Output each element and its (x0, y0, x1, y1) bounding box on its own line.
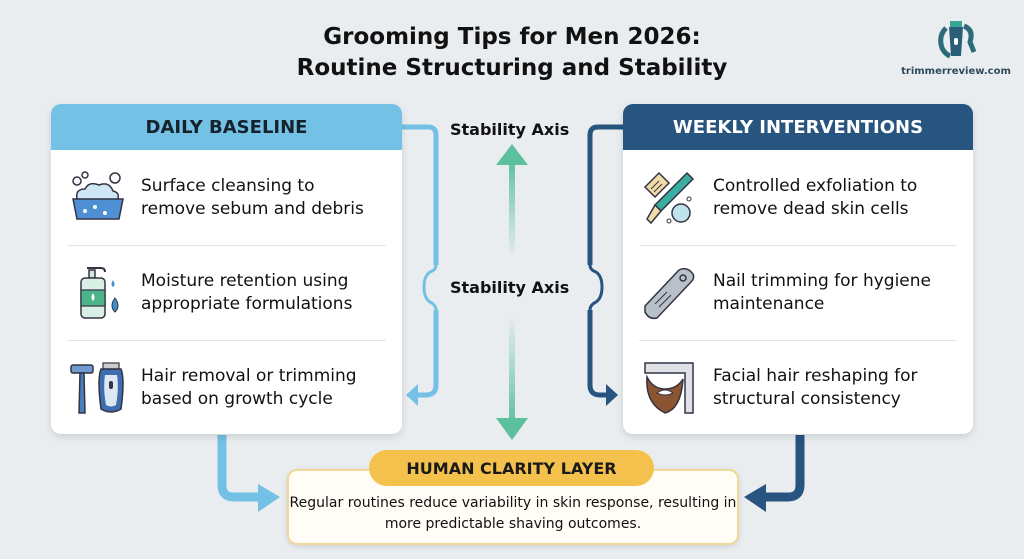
exfoliation-brush-icon (643, 171, 695, 224)
daily-baseline-header: DAILY BASELINE (51, 104, 402, 150)
daily-item: Hair removal or trimming based on growth… (51, 340, 402, 434)
nail-clipper-icon (644, 267, 695, 319)
human-clarity-text: Regular routines reduce variability in s… (289, 495, 737, 532)
trimmer-r-logo-icon (938, 21, 977, 59)
page-title: Grooming Tips for Men 2026: Routine Stru… (0, 22, 1024, 84)
weekly-item-text: Nail trimming for hygiene maintenance (713, 270, 931, 314)
logo-text: trimmerreview.com (901, 66, 1011, 77)
stability-axis-top-label: Stability Axis (450, 120, 570, 139)
stability-axis-middle-label: Stability Axis (450, 278, 570, 297)
weekly-interventions-card: WEEKLY INTERVENTIONS Controlled exfoliat… (623, 104, 973, 434)
daily-item-text: Surface cleansing to remove sebum and de… (141, 175, 364, 219)
weekly-item: Nail trimming for hygiene maintenance (623, 245, 973, 340)
razor-trimmer-icon (70, 361, 124, 414)
human-clarity-badge: HUMAN CLARITY LAYER (369, 450, 654, 486)
weekly-item-text: Controlled exfoliation to remove dead sk… (713, 175, 918, 219)
lotion-pump-icon (80, 266, 119, 319)
title-line-1: Grooming Tips for Men 2026: (323, 24, 701, 50)
daily-item-text: Moisture retention using appropriate for… (141, 270, 353, 314)
weekly-item-text: Facial hair reshaping for structural con… (713, 365, 918, 409)
basin-foam-icon (72, 170, 124, 220)
beard-shaper-icon (644, 361, 694, 414)
daily-item: Surface cleansing to remove sebum and de… (51, 150, 402, 245)
title-line-2: Routine Structuring and Stability (296, 55, 728, 81)
weekly-item: Facial hair reshaping for structural con… (623, 340, 973, 434)
daily-baseline-card: DAILY BASELINE Surface cleansing to remo… (51, 104, 402, 434)
weekly-interventions-header: WEEKLY INTERVENTIONS (623, 104, 973, 150)
brand-logo: trimmerreview.com (896, 18, 1016, 77)
daily-item-text: Hair removal or trimming based on growth… (141, 365, 357, 409)
weekly-item: Controlled exfoliation to remove dead sk… (623, 150, 973, 245)
daily-item: Moisture retention using appropriate for… (51, 245, 402, 340)
